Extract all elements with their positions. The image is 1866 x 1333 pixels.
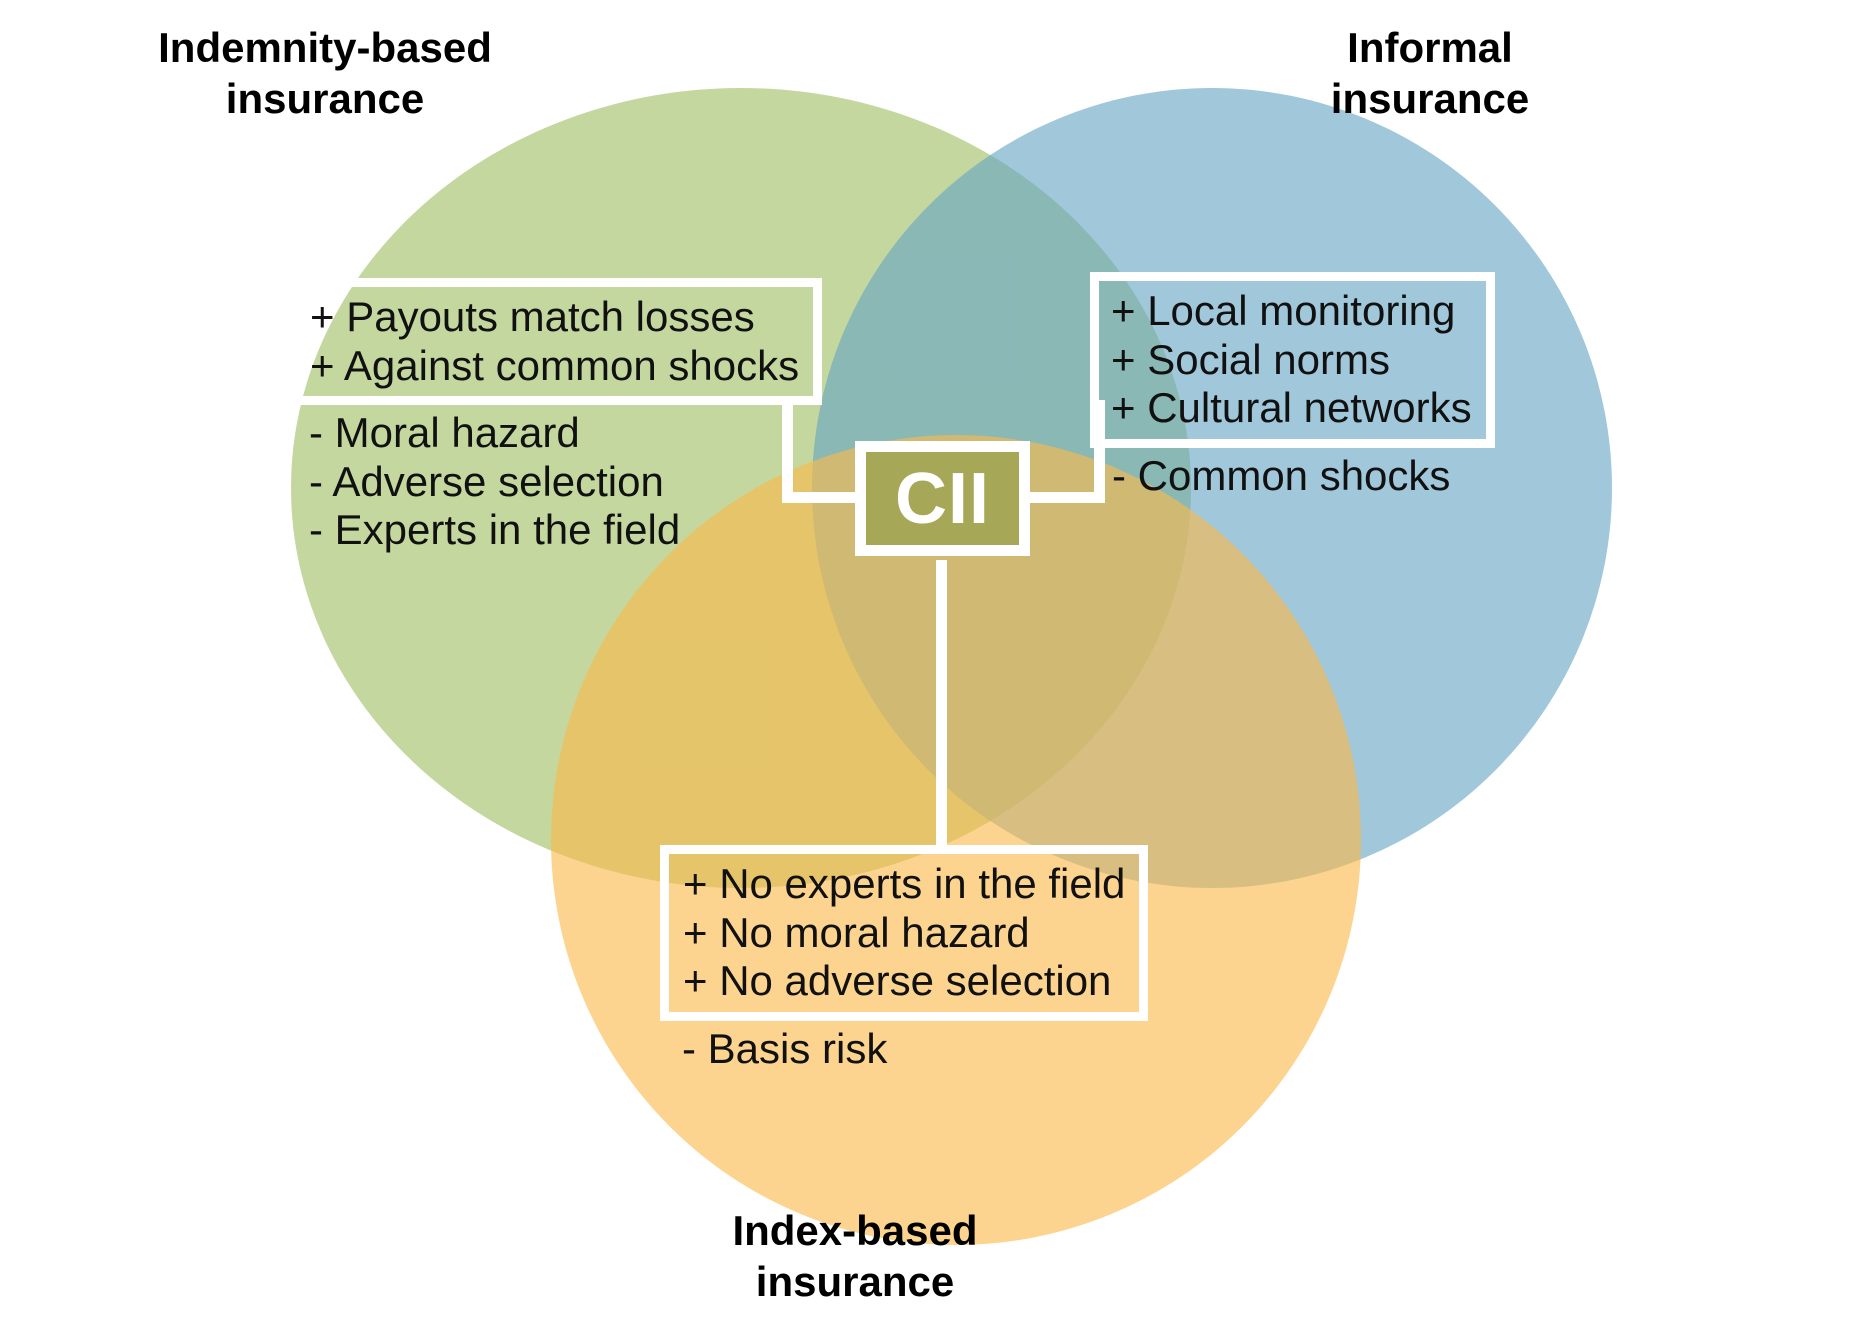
pros-box-indemnity: + Payouts match losses + Against common … — [289, 278, 823, 405]
feature-list-indemnity: + Payouts match losses + Against common … — [289, 278, 823, 555]
feature-list-informal: + Local monitoring + Social norms + Cult… — [1090, 272, 1495, 500]
list-item: - Common shocks — [1112, 451, 1451, 499]
list-item: - Basis risk — [682, 1024, 888, 1072]
list-item: + Payouts match losses — [310, 293, 755, 340]
list-item: + Cultural networks — [1111, 384, 1472, 431]
label-informal-insurance: Informal insurance — [1330, 24, 1530, 123]
connector-informal-vertical — [1094, 400, 1105, 498]
feature-list-index: + No experts in the field + No moral haz… — [660, 845, 1149, 1074]
cons-group-index: - Basis risk — [660, 1021, 1148, 1074]
list-item: + Social norms — [1111, 335, 1390, 383]
label-index-based-insurance: Index-based insurance — [732, 1207, 978, 1306]
circle-index-based-insurance — [551, 435, 1361, 1245]
list-item: - Experts in the field — [309, 506, 681, 553]
list-item: - Moral hazard — [309, 409, 580, 456]
label-indemnity-based-insurance: Indemnity-based insurance — [158, 24, 492, 123]
cons-group-informal: - Common shocks — [1090, 448, 1495, 501]
cii-badge: CII — [855, 441, 1030, 556]
connector-index-vertical — [936, 560, 947, 850]
list-item: - Adverse selection — [309, 457, 664, 505]
pros-box-informal: + Local monitoring + Social norms + Cult… — [1090, 272, 1495, 448]
list-item: + No adverse selection — [683, 957, 1112, 1004]
pros-box-index: + No experts in the field + No moral haz… — [660, 845, 1149, 1021]
connector-informal-horizontal — [1000, 492, 1105, 503]
cons-group-indemnity: - Moral hazard - Adverse selection - Exp… — [289, 405, 822, 555]
list-item: + Against common shocks — [310, 341, 800, 389]
list-item: + No experts in the field — [683, 860, 1126, 907]
cii-label: CII — [894, 458, 990, 539]
list-item: + Local monitoring — [1111, 287, 1456, 334]
list-item: + No moral hazard — [683, 908, 1030, 956]
connector-indemnity-horizontal — [782, 492, 892, 503]
connector-indemnity-vertical — [782, 398, 793, 498]
